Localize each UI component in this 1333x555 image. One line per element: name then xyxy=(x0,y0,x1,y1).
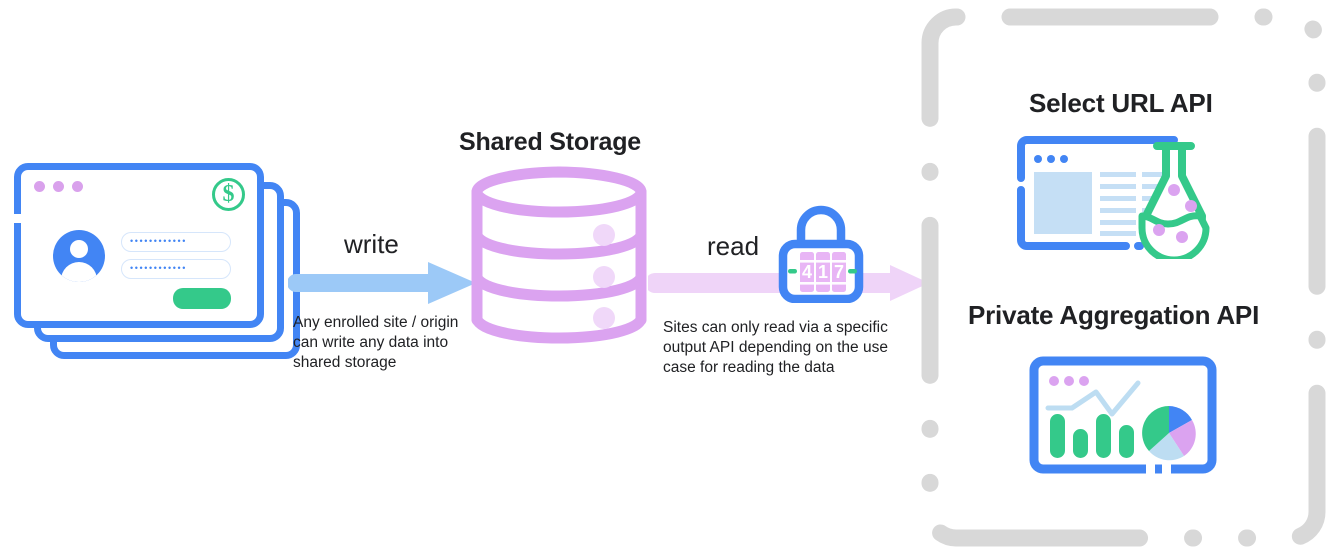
panel-dashed-border xyxy=(921,8,1326,547)
pie-slice-purple xyxy=(1169,420,1196,456)
window-dot-2 xyxy=(53,181,64,192)
line-chart xyxy=(1045,380,1141,417)
lock-digit-3: 7 xyxy=(834,262,844,282)
lock-dial-wheels xyxy=(798,252,848,292)
database-indicator-2 xyxy=(593,266,615,288)
flask-bubble-2 xyxy=(1185,200,1197,212)
write-label: write xyxy=(344,229,399,259)
pie-slice-green xyxy=(1142,406,1169,451)
bar-4 xyxy=(1119,425,1134,458)
lock-tick-left xyxy=(788,269,797,274)
submit-button[interactable] xyxy=(173,288,231,309)
browser-dot-1 xyxy=(1034,155,1042,163)
content-block xyxy=(1034,172,1092,234)
window-control-dots xyxy=(34,181,83,192)
flask-icon xyxy=(1138,142,1210,259)
avatar-head xyxy=(70,240,88,258)
bar-2 xyxy=(1073,429,1088,458)
combination-lock-icon: 4 1 7 xyxy=(778,205,864,303)
database-cylinder-icon xyxy=(471,166,647,344)
database-indicator-1 xyxy=(593,224,615,246)
browser-frame-notch xyxy=(12,214,23,223)
chart-dot-3 xyxy=(1079,376,1089,386)
pie-chart xyxy=(1142,406,1196,461)
private-aggregation-api-title: Private Aggregation API xyxy=(968,300,1260,330)
window-dot-3 xyxy=(72,181,83,192)
browser-window-front: $ •••••••••••• •••••••••••• xyxy=(12,163,264,328)
window-dot-1 xyxy=(34,181,45,192)
bar-1 xyxy=(1050,414,1065,458)
user-avatar-icon xyxy=(53,230,105,282)
browser-window-charts-icon xyxy=(1029,356,1217,474)
avatar-body xyxy=(61,262,97,282)
dollar-sign-icon: $ xyxy=(212,178,245,211)
username-field[interactable]: •••••••••••• xyxy=(121,232,231,252)
chart-dot-2 xyxy=(1064,376,1074,386)
read-label: read xyxy=(707,231,760,261)
browser-window-flask-icon xyxy=(1017,136,1210,259)
flask-bubble-4 xyxy=(1176,231,1188,243)
browser-dot-3 xyxy=(1060,155,1068,163)
lock-digit-1: 4 xyxy=(802,262,812,282)
flask-bubble-1 xyxy=(1168,184,1180,196)
pie-slice-light-blue xyxy=(1149,433,1184,461)
output-apis-panel xyxy=(921,8,1326,547)
write-arrow-icon xyxy=(288,262,476,304)
select-url-api-title: Select URL API xyxy=(1029,88,1213,118)
chart-dot-1 xyxy=(1049,376,1059,386)
shared-storage-title: Shared Storage xyxy=(459,128,641,156)
enrolled-site-browser-stack: $ •••••••••••• •••••••••••• xyxy=(12,163,304,363)
browser-dot-2 xyxy=(1047,155,1055,163)
pie-slice-blue xyxy=(1169,406,1192,433)
read-caption: Sites can only read via a specific outpu… xyxy=(663,319,888,376)
bar-3 xyxy=(1096,414,1111,458)
flask-bubble-3 xyxy=(1153,224,1165,236)
lock-tick-right xyxy=(848,269,857,274)
write-caption: Any enrolled site / origin can write any… xyxy=(293,314,459,371)
lock-digit-2: 1 xyxy=(818,262,828,282)
password-field[interactable]: •••••••••••• xyxy=(121,259,231,279)
bar-chart xyxy=(1050,414,1134,458)
database-indicator-3 xyxy=(593,307,615,329)
